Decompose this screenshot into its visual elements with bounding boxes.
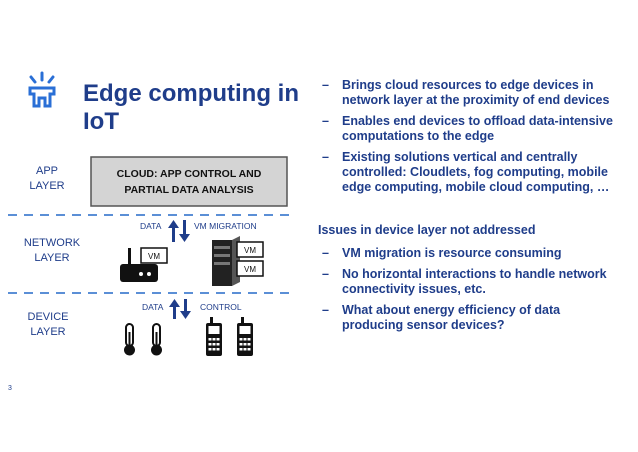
- bullet-item: –What about energy efficiency of data pr…: [322, 303, 561, 332]
- bullet-item: –Enables end devices to offload data-int…: [322, 114, 613, 143]
- server-vm-label-1: VM: [244, 246, 256, 255]
- server-icon: VM VM: [212, 236, 264, 286]
- edge-computing-diagram: APP LAYER NETWORK LAYER DEVICE LAYER CLO…: [8, 156, 295, 356]
- app-layer-label-1: APP: [36, 165, 58, 177]
- lower-updown-arrows-icon: [169, 299, 191, 319]
- vm-migration-label: VM MIGRATION: [194, 221, 257, 231]
- server-vm-label-2: VM: [244, 265, 256, 274]
- bullet-section: –Brings cloud resources to edge devices …: [318, 78, 618, 339]
- lower-data-label: DATA: [142, 302, 164, 312]
- router-vm-label: VM: [148, 252, 160, 261]
- device-layer-label-2: LAYER: [30, 326, 65, 338]
- app-layer-label-2: LAYER: [29, 180, 64, 192]
- router-icon: VM: [120, 247, 168, 282]
- mobile-phone-icon: [206, 317, 222, 356]
- slide-number: 3: [8, 385, 12, 392]
- university-logo-icon: [28, 71, 56, 108]
- bullet-item: –No horizontal interactions to handle ne…: [322, 267, 607, 296]
- network-layer-label-2: LAYER: [34, 252, 69, 264]
- device-layer-label-1: DEVICE: [28, 311, 69, 323]
- bullet-item: –VM migration is resource consuming: [322, 246, 562, 260]
- bullet-list-1: –Brings cloud resources to edge devices …: [318, 78, 618, 195]
- cloud-box-text-2: PARTIAL DATA ANALYSIS: [124, 184, 253, 196]
- bullet-list-2: –VM migration is resource consuming –No …: [318, 246, 618, 333]
- cloud-box: [90, 156, 288, 207]
- bullet-item: –Brings cloud resources to edge devices …: [322, 78, 610, 107]
- bullet-item: –Existing solutions vertical and central…: [322, 150, 610, 194]
- mobile-phone-icon-2: [237, 317, 253, 356]
- upper-data-label: DATA: [140, 221, 162, 231]
- issues-heading: Issues in device layer not addressed: [318, 223, 536, 237]
- thermometer-icon-2: [151, 323, 162, 356]
- network-layer-label-1: NETWORK: [24, 237, 81, 249]
- upper-updown-arrows-icon: [168, 220, 190, 242]
- cloud-box-text-1: CLOUD: APP CONTROL AND: [117, 168, 262, 180]
- thermometer-icon: [124, 323, 135, 356]
- control-label: CONTROL: [200, 302, 242, 312]
- slide-title: Edge computing in IoT: [83, 80, 299, 135]
